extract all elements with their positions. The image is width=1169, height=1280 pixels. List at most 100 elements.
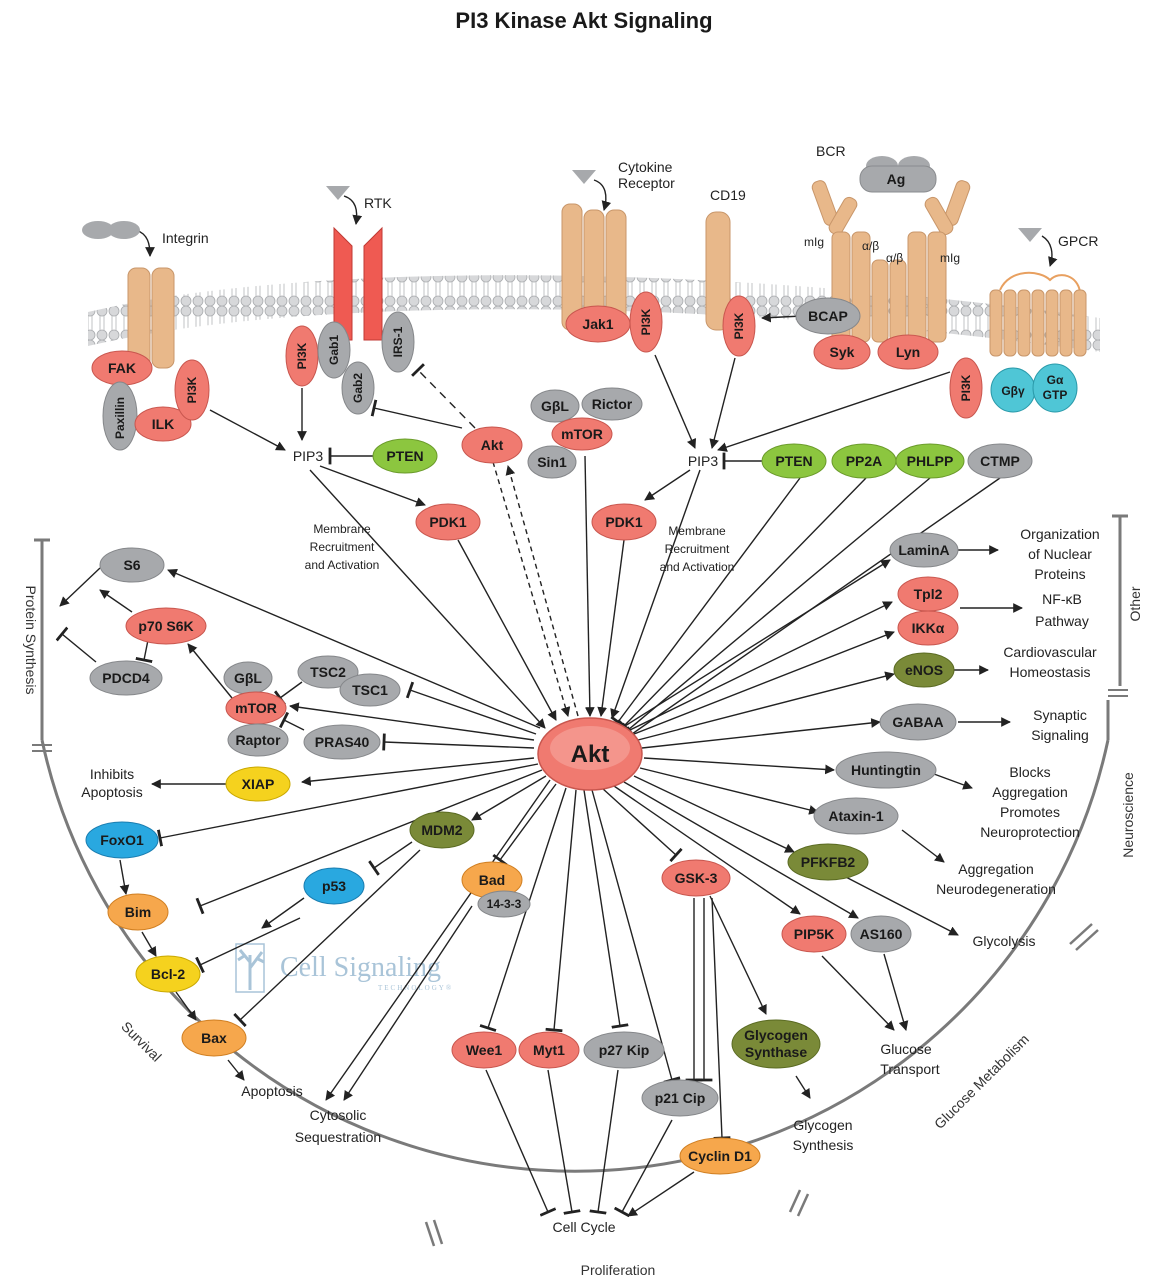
ga-node-line1: Gα [1047, 373, 1064, 387]
nodes: FAK Paxillin ILK PI3K PI3K Gab1 Gab2 IRS… [81, 291, 1100, 1235]
pten-right-node: PTEN [775, 453, 812, 469]
outer-arc [40, 739, 1110, 1173]
rtk-ligand [326, 186, 350, 200]
pi3k-cd19-node: PI3K [732, 312, 746, 339]
jak1-node: Jak1 [582, 316, 613, 332]
pi3k-integrin-node: PI3K [185, 376, 199, 403]
p70s6k-node: p70 S6K [138, 618, 193, 634]
ag-label: Ag [887, 171, 906, 187]
section-survival: Survival [118, 1018, 165, 1065]
nuclear-label-2: of Nuclear [1028, 546, 1092, 562]
mtor-lower-node: mTOR [235, 700, 277, 716]
irs1-node: IRS-1 [391, 326, 405, 357]
pras40-node: PRAS40 [315, 734, 370, 750]
inhibits-apoptosis-label-2: Apoptosis [81, 784, 142, 800]
apoptosis-label: Apoptosis [241, 1083, 302, 1099]
aggregation-label-1: Aggregation [958, 861, 1034, 877]
gpcr-label: GPCR [1058, 233, 1098, 249]
gabaa-node: GABAA [892, 714, 943, 730]
bim-node: Bim [125, 904, 151, 920]
mtor-upper-node: mTOR [561, 426, 603, 442]
nfkb-label-1: NF-κB [1042, 591, 1082, 607]
tsc2-node: TSC2 [310, 664, 346, 680]
section-protein-synthesis: Protein Synthesis [23, 586, 39, 695]
cytosolic-label-2: Sequestration [295, 1129, 381, 1145]
mig-left-label: mIg [804, 235, 824, 249]
tsc1-node: TSC1 [352, 682, 388, 698]
pip5k-node: PIP5K [794, 926, 834, 942]
pp2a-node: PP2A [846, 453, 883, 469]
ilk-node: ILK [152, 416, 175, 432]
inhibits-apoptosis-label-1: Inhibits [90, 766, 134, 782]
lamina-node: LaminA [898, 542, 949, 558]
bax-node: Bax [201, 1030, 227, 1046]
myt1-node: Myt1 [533, 1042, 565, 1058]
ga-node-line2: GTP [1043, 388, 1068, 402]
cd19-label: CD19 [710, 187, 746, 203]
membrane-right-label-2: Recruitment [665, 542, 730, 556]
cytokine-receptor-label-1: Cytokine [618, 159, 673, 175]
rictor-node: Rictor [592, 396, 633, 412]
pdk1-left-node: PDK1 [429, 514, 467, 530]
rtk-label: RTK [364, 195, 392, 211]
membrane-right-label-1: Membrane [668, 524, 726, 538]
section-glucose-metabolism: Glucose Metabolism [931, 1031, 1032, 1132]
watermark-logo [235, 943, 265, 993]
huntingtin-node: Huntingtin [851, 762, 921, 778]
membrane-left-label-2: Recruitment [310, 540, 375, 554]
section-neuroscience: Neuroscience [1120, 772, 1136, 858]
cytokine-receptor-label-2: Receptor [618, 175, 675, 191]
ctmp-node: CTMP [980, 453, 1020, 469]
page-title: PI3 Kinase Akt Signaling [455, 8, 712, 33]
glycogen-synthesis-label-2: Synthesis [793, 1137, 854, 1153]
mdm2-node: MDM2 [421, 822, 462, 838]
blocks-label-1: Blocks [1009, 764, 1050, 780]
akt-upper-node: Akt [481, 437, 504, 453]
mig-right-label: mIg [940, 251, 960, 265]
gsk3-node: GSK-3 [675, 870, 718, 886]
cytokine-ligand [572, 170, 596, 184]
phlpp-node: PHLPP [907, 453, 954, 469]
blocks-label-4: Neuroprotection [980, 824, 1080, 840]
section-other: Other [1127, 586, 1143, 621]
s6-node: S6 [123, 557, 140, 573]
cell-cycle-label: Cell Cycle [552, 1219, 615, 1235]
gbl-upper-node: GβL [541, 398, 569, 414]
integrin-receptor [127, 267, 175, 369]
pip3-left-label: PIP3 [293, 448, 324, 464]
bcl2-node: Bcl-2 [151, 966, 185, 982]
synaptic-label-1: Synaptic [1033, 707, 1087, 723]
cyclind1-node: Cyclin D1 [688, 1148, 752, 1164]
akt-center-node: Akt [571, 741, 610, 768]
pten-left-node: PTEN [386, 448, 423, 464]
glycogen-synthase-node-line2: Synthase [745, 1044, 807, 1060]
pdk1-right-node: PDK1 [605, 514, 643, 530]
pi3k-gpcr-node: PI3K [959, 374, 973, 401]
cd19-receptor [705, 211, 731, 331]
gpcr-ligand [1018, 228, 1042, 242]
pi3k-rtk-node: PI3K [295, 342, 309, 369]
wee1-node: Wee1 [466, 1042, 503, 1058]
integrin-ligand-right [108, 221, 140, 239]
gab2-node: Gab2 [351, 373, 365, 403]
syk-node: Syk [830, 344, 855, 360]
cardio-label-1: Cardiovascular [1003, 644, 1097, 660]
alpha-beta-label-1: α/β [862, 239, 879, 253]
tpl2-node: Tpl2 [914, 586, 943, 602]
pfkfb2-node: PFKFB2 [801, 854, 856, 870]
cytokine-receptor [561, 203, 627, 331]
lyn-node: Lyn [896, 344, 920, 360]
glycogen-synthase-node-line1: Glycogen [744, 1027, 808, 1043]
sin1-node: Sin1 [537, 454, 567, 470]
blocks-label-2: Aggregation [992, 784, 1068, 800]
gbl-lower-node: GβL [234, 670, 262, 686]
glucose-transport-label-2: Transport [880, 1061, 940, 1077]
watermark-text: Cell Signaling [280, 952, 441, 983]
blocks-label-3: Promotes [1000, 804, 1060, 820]
glycogen-synthesis-label-1: Glycogen [793, 1117, 852, 1133]
xiap-node: XIAP [242, 776, 275, 792]
p53-node: p53 [322, 878, 346, 894]
glycolysis-label: Glycolysis [972, 933, 1035, 949]
bad-1433-node: 14-3-3 [487, 897, 522, 911]
